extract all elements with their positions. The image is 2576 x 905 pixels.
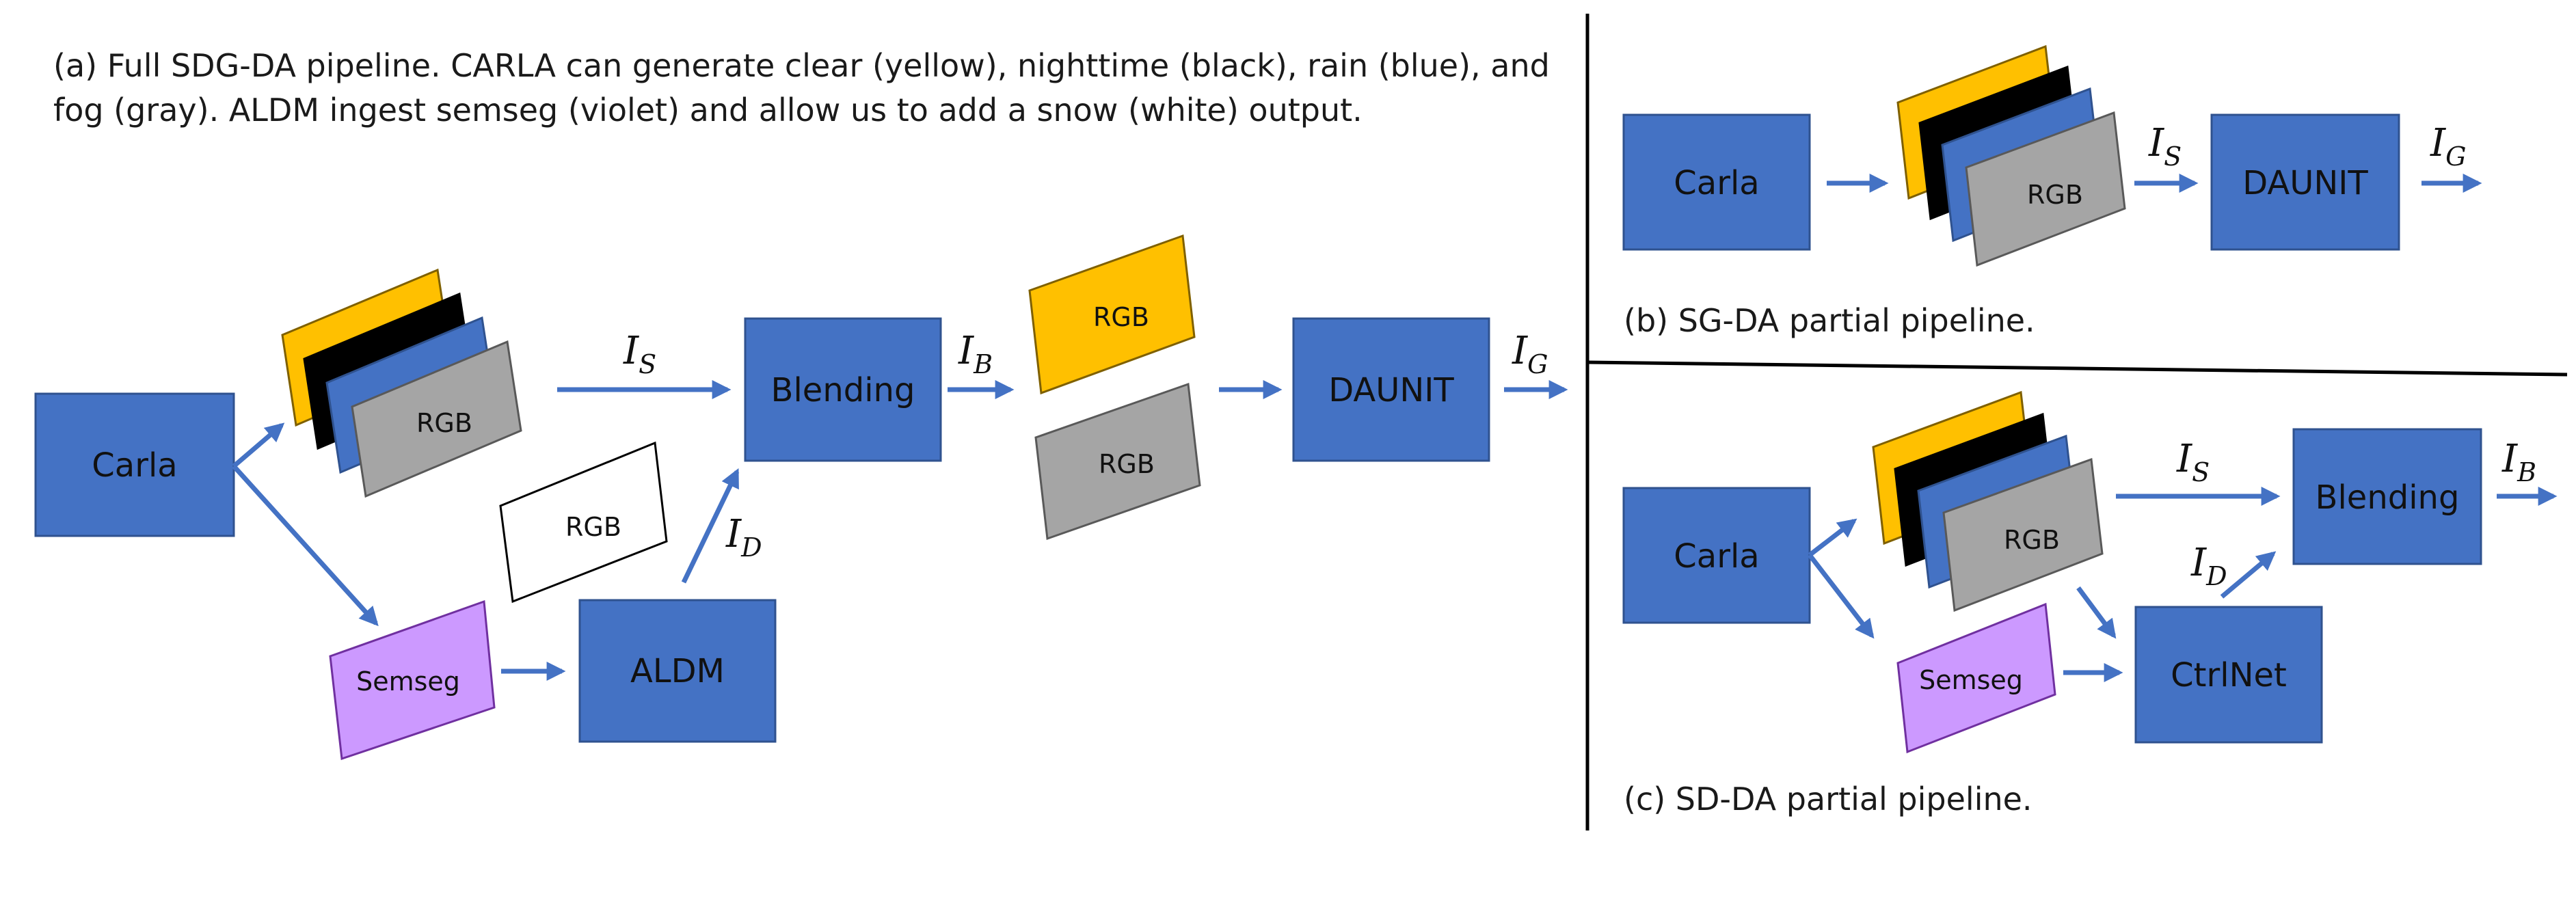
- daunit-box-a: DAUNIT: [1292, 317, 1490, 462]
- signal-ig-b: IG: [2430, 121, 2466, 172]
- signal-ig-a: IG: [1512, 329, 1548, 379]
- fog-gray-card: [351, 340, 522, 498]
- blending-box-c: Blending: [2292, 428, 2482, 565]
- semseg-card-a: Semseg: [329, 599, 496, 761]
- arrow-c-rgb-to-ctrlnet: [2076, 586, 2117, 639]
- output-yellow-label: RGB: [1093, 302, 1149, 332]
- aldm-label: ALDM: [630, 652, 725, 690]
- ctrlnet-label: CtrlNet: [2171, 656, 2287, 694]
- carla-label-b: Carla: [1674, 164, 1759, 202]
- carla-label-a: Carla: [92, 446, 177, 485]
- blending-label-a: Blending: [771, 371, 915, 409]
- signal-is-a: IS: [623, 329, 656, 379]
- rgb-weather-stack-a: RGB: [281, 268, 522, 498]
- carla-box-a: Carla: [34, 392, 235, 537]
- carla-label-c: Carla: [1674, 537, 1759, 576]
- rgb-weather-stack-c: RGB: [1872, 390, 2104, 612]
- arrow-c-ctrlnet-to-blending: [2220, 551, 2277, 599]
- semseg-card-c: Semseg: [1896, 602, 2056, 754]
- semseg-label-a: Semseg: [356, 666, 460, 697]
- carla-box-c: Carla: [1622, 487, 1811, 624]
- output-gray-label: RGB: [1099, 449, 1155, 479]
- caption-c: (c) SD-DA partial pipeline.: [1624, 781, 2032, 818]
- fog-gray-card-c: [1942, 457, 2104, 612]
- daunit-box-b: DAUNIT: [2210, 113, 2400, 251]
- arrow-carla-to-rgb: [232, 422, 285, 468]
- rgb-weather-stack-b: RGB: [1896, 44, 2126, 267]
- signal-id-a: ID: [725, 512, 762, 563]
- fog-gray-card-b: [1965, 111, 2126, 267]
- horizontal-divider: [1587, 360, 2568, 377]
- arrow-carla-to-semseg: [232, 464, 379, 627]
- output-gray-card: RGB: [1034, 382, 1201, 541]
- ctrlnet-box: CtrlNet: [2134, 606, 2323, 744]
- arrow-aldm-to-blending: [681, 468, 740, 584]
- carla-box-b: Carla: [1622, 113, 1811, 251]
- arrow-c-carla-to-semseg: [1808, 553, 1875, 639]
- daunit-label-a: DAUNIT: [1328, 371, 1454, 409]
- rgb-card-label-c: RGB: [2004, 525, 2060, 555]
- daunit-label-b: DAUNIT: [2242, 164, 2368, 202]
- caption-b: (b) SG-DA partial pipeline.: [1624, 302, 2035, 339]
- panel-b: Carla RGB DAUNIT IS IG (b) SG-DA partial…: [1622, 44, 2482, 339]
- signal-is-c: IS: [2176, 437, 2210, 487]
- rgb-card-label-b: RGB: [2027, 180, 2083, 210]
- caption-a-line1: (a) Full SDG-DA pipeline. CARLA can gene…: [53, 47, 1550, 84]
- blending-label-c: Blending: [2316, 478, 2460, 517]
- snow-white-card: RGB: [499, 441, 668, 604]
- signal-ib-a: IB: [958, 329, 993, 379]
- signal-is-b: IS: [2148, 121, 2182, 172]
- rgb-card-label-a: RGB: [416, 408, 472, 438]
- snow-card-label: RGB: [565, 512, 621, 542]
- caption-a-line2: fog (gray). ALDM ingest semseg (violet) …: [53, 92, 1363, 129]
- signal-id-c: ID: [2190, 541, 2227, 591]
- blending-box-a: Blending: [744, 317, 942, 462]
- signal-ib-c: IB: [2501, 437, 2536, 487]
- panel-c: Carla RGB Semseg Blending CtrlNet IS: [1622, 390, 2558, 818]
- output-yellow-card: RGB: [1028, 234, 1196, 395]
- aldm-box: ALDM: [578, 599, 777, 743]
- semseg-label-c: Semseg: [1919, 665, 2023, 695]
- panel-a: (a) Full SDG-DA pipeline. CARLA can gene…: [34, 47, 1568, 761]
- arrow-c-carla-to-rgb: [1808, 518, 1857, 557]
